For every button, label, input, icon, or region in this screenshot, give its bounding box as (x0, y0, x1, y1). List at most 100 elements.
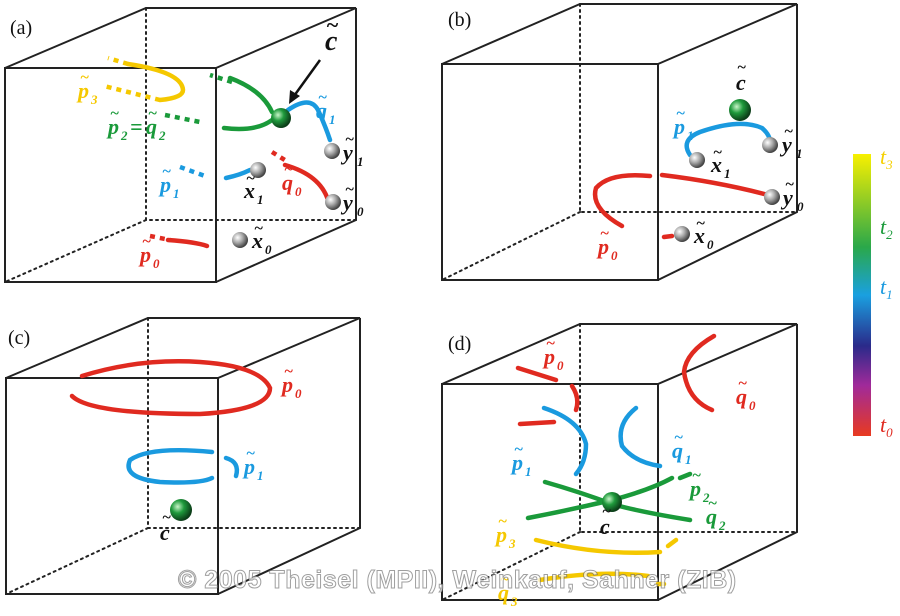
svg-text:1: 1 (173, 186, 180, 201)
curve-q0-d (681, 333, 717, 413)
point-x0-a (232, 232, 248, 248)
curve-p3-d (533, 537, 663, 583)
svg-text:~: ~ (345, 131, 354, 148)
svg-text:~: ~ (738, 375, 747, 392)
svg-text:0: 0 (749, 398, 756, 413)
svg-text:~: ~ (674, 429, 683, 446)
label-p0-b: p (596, 234, 609, 259)
critical-point-c-d (602, 492, 622, 512)
colorbar-label-t0: t0 (880, 412, 893, 440)
panel-d-label: (d) (448, 333, 471, 355)
label-y1-b: y (779, 132, 792, 157)
svg-text:~: ~ (284, 363, 293, 380)
label-p0-d: p (542, 344, 555, 369)
copyright-watermark: © 2005 Theisel (MPII), Weinkauf, Sahner … (178, 566, 737, 595)
curve-p3-a (125, 61, 186, 103)
svg-text:3: 3 (510, 594, 518, 609)
svg-text:~: ~ (514, 441, 523, 458)
critical-point-c-c (170, 499, 192, 521)
label-c-d: c (600, 514, 610, 539)
svg-text:~: ~ (284, 161, 293, 178)
label-x1-a: x (243, 178, 255, 203)
point-x1-b (689, 152, 705, 168)
curve-p0-a (165, 237, 210, 249)
label-p3-d: p (494, 522, 507, 547)
svg-text:1: 1 (796, 146, 803, 161)
svg-text:~: ~ (345, 181, 354, 198)
svg-text:~: ~ (246, 170, 255, 187)
svg-text:0: 0 (797, 199, 804, 214)
svg-text:1: 1 (357, 154, 364, 169)
svg-text:=: = (130, 114, 143, 139)
svg-text:~: ~ (80, 69, 89, 86)
svg-text:3: 3 (508, 536, 516, 551)
colorbar-label-t2: t2 (880, 214, 893, 242)
cube-d (441, 323, 798, 601)
label-y0-a: y (340, 190, 353, 215)
svg-text:~: ~ (676, 105, 685, 122)
cube-c (5, 317, 361, 595)
panel-b-label: (b) (448, 9, 471, 31)
label-p1-a: p (158, 172, 171, 197)
label-p1-c: p (242, 454, 255, 479)
svg-text:~: ~ (692, 467, 701, 484)
svg-text:1: 1 (685, 452, 692, 467)
svg-text:~: ~ (254, 220, 263, 237)
colorbar-gradient (853, 154, 871, 436)
arrow-to-c (292, 59, 322, 97)
colorbar: t3 t2 t1 t0 (853, 144, 893, 440)
curve-p1-a (223, 167, 253, 181)
svg-text:~: ~ (148, 105, 157, 122)
point-y1-a (324, 143, 340, 159)
svg-text:~: ~ (142, 233, 151, 250)
svg-text:2: 2 (702, 490, 710, 505)
label-p0-a: p (138, 242, 151, 267)
colorbar-label-t3: t3 (880, 144, 893, 172)
label-x1-b: x (710, 152, 722, 177)
critical-point-c-b (729, 99, 751, 121)
svg-text:0: 0 (707, 237, 714, 252)
label-p1-b: p (672, 114, 685, 139)
svg-text:3: 3 (90, 92, 98, 107)
point-x0-b (674, 226, 690, 242)
svg-text:1: 1 (329, 112, 336, 127)
curve-q1-a (285, 100, 333, 143)
svg-text:~: ~ (246, 445, 255, 462)
svg-text:0: 0 (557, 358, 564, 373)
point-y0-a (325, 194, 341, 210)
label-p1-d: p (510, 450, 523, 475)
label-x0-a: x (251, 228, 263, 253)
curve-q0-a (282, 162, 331, 203)
curve-p1-c (126, 447, 215, 485)
curve-p1-b (684, 121, 773, 158)
label-y1-a: y (340, 140, 353, 165)
label-y0-b: y (780, 185, 793, 210)
colorbar-label-t1: t1 (880, 274, 893, 302)
label-p3-a: p (76, 78, 89, 103)
svg-text:0: 0 (265, 242, 272, 257)
svg-text:~: ~ (708, 495, 717, 512)
svg-text:0: 0 (295, 386, 302, 401)
point-y1-b (762, 137, 778, 153)
label-q0-a: q (282, 170, 293, 195)
svg-text:~: ~ (318, 89, 327, 106)
label-p2-d: p (688, 476, 701, 501)
svg-text:2: 2 (120, 128, 128, 143)
cube-b (441, 3, 798, 281)
svg-text:~: ~ (600, 225, 609, 242)
panel-a-label: (a) (10, 17, 32, 39)
panel-c-label: (c) (8, 327, 30, 349)
svg-text:~: ~ (546, 335, 555, 352)
label-q1-d: q (672, 438, 683, 463)
label-c-a: c (325, 26, 338, 57)
label-p0-c: p (280, 372, 293, 397)
svg-text:1: 1 (687, 128, 694, 143)
svg-text:~: ~ (713, 144, 722, 161)
curve-p0-c (69, 359, 273, 417)
svg-text:0: 0 (295, 184, 302, 199)
critical-point-c-a (271, 108, 291, 128)
label-c-c: c (160, 520, 170, 545)
label-q2-a: q (146, 114, 157, 139)
svg-text:0: 0 (153, 256, 160, 271)
